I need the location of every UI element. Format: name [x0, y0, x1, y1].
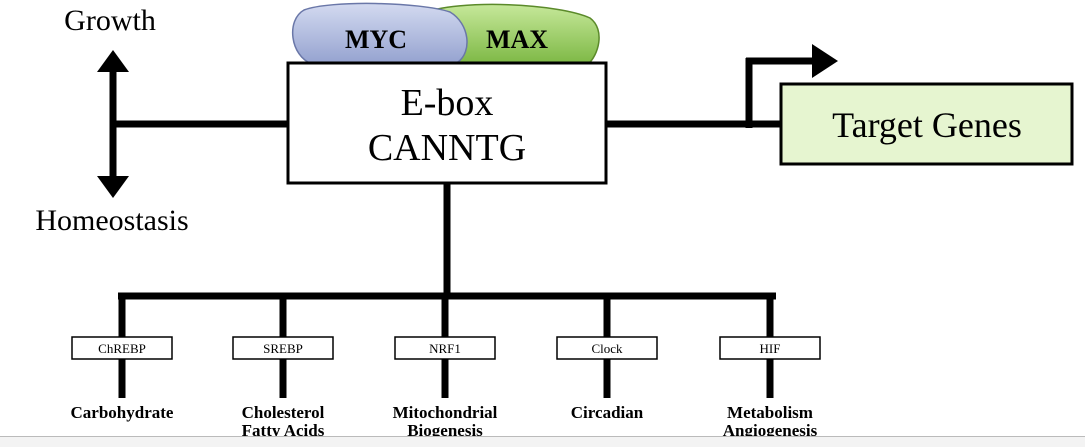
target-genes-box	[779, 82, 1074, 166]
factor-branch-clock: Clock	[556, 294, 658, 398]
growth-homeostasis-arrow	[97, 50, 290, 198]
factor-box	[719, 336, 821, 360]
process-label: Metabolism	[727, 403, 813, 422]
growth-label: Growth	[64, 4, 156, 37]
factor-label: Clock	[591, 341, 623, 356]
process-label: Circadian	[571, 403, 644, 422]
factor-tree	[118, 183, 776, 300]
factor-label: HIF	[760, 341, 781, 356]
target-connector	[606, 44, 838, 128]
factor-branch-nrf1: NRF1	[394, 294, 496, 398]
factor-box	[394, 336, 496, 360]
ebox-label: E-box	[401, 82, 494, 124]
factor-box	[71, 336, 173, 360]
factor-label: NRF1	[429, 341, 461, 356]
process-label: Cholesterol	[242, 403, 325, 422]
process-label: Fatty Acids	[242, 421, 325, 440]
process-label: Carbohydrate	[71, 403, 174, 422]
factor-box	[232, 336, 334, 360]
factor-group: ChREBP SREBP NRF1 Clock HIF	[71, 294, 821, 398]
factor-branch-chrebp: ChREBP	[71, 294, 173, 398]
ebox-sequence: CANNTG	[368, 127, 526, 169]
process-label: Angiogenesis	[723, 421, 818, 440]
target-genes-label: Target Genes	[832, 105, 1022, 145]
transcription-arrow-icon	[812, 44, 838, 78]
myc-label: MYC	[345, 25, 407, 54]
factor-label: SREBP	[263, 341, 303, 356]
max-label: MAX	[486, 25, 548, 54]
factor-branch-srebp: SREBP	[232, 294, 334, 398]
factor-label: ChREBP	[98, 341, 146, 356]
homeostasis-label: Homeostasis	[35, 204, 188, 237]
process-label: Mitochondrial	[393, 403, 498, 422]
process-label: Biogenesis	[407, 421, 483, 440]
factor-box	[556, 336, 658, 360]
bottom-border	[0, 436, 1085, 447]
ebox-box	[286, 61, 608, 185]
factor-branch-hif: HIF	[719, 294, 821, 398]
